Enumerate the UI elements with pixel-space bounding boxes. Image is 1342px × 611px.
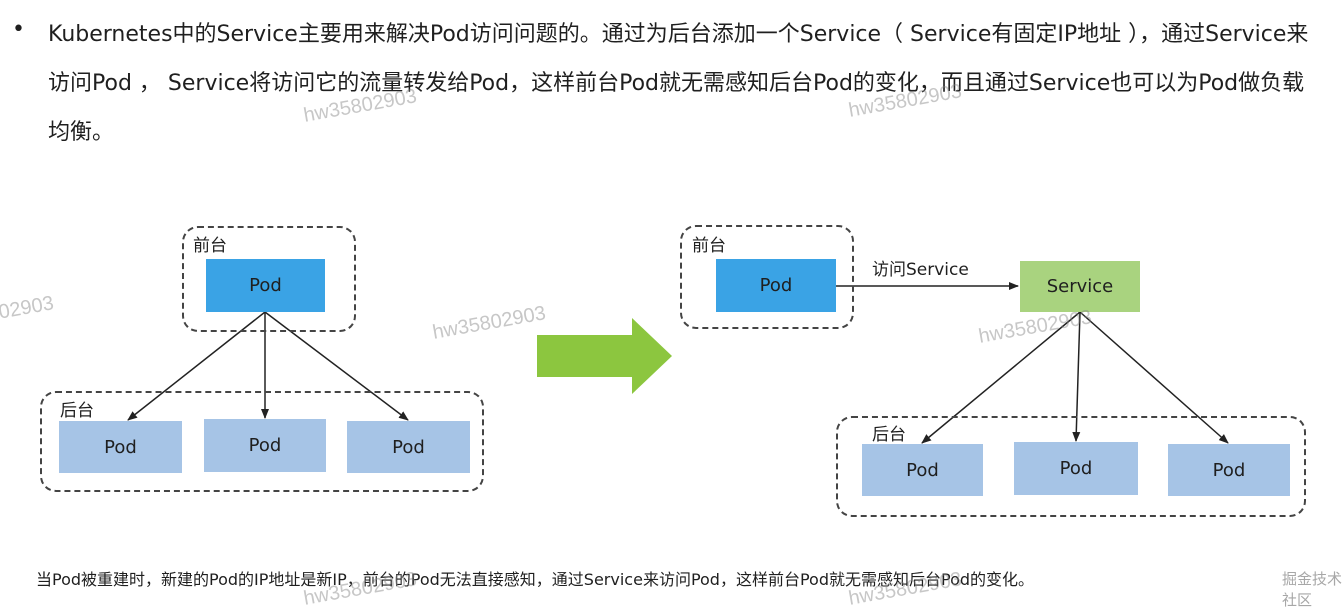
brand-watermark: 掘金技术社区 <box>1282 570 1342 609</box>
right-arrow-to-backend-pod-1 <box>921 311 1081 444</box>
right-arrow-to-backend-pod-3 <box>1079 311 1229 444</box>
left-frontend-group <box>182 226 356 332</box>
right-arrow-to-backend-pod-2 <box>1072 311 1081 442</box>
service-node: Service <box>1020 261 1140 312</box>
left-backend-pod-2: Pod <box>204 419 326 472</box>
left-frontend-label: 前台 <box>193 236 227 256</box>
left-backend-pod-3: Pod <box>347 421 470 473</box>
bullet-icon: • <box>12 17 25 42</box>
right-frontend-label: 前台 <box>692 236 726 256</box>
right-backend-pod-1: Pod <box>862 444 983 496</box>
intro-text: Kubernetes中的Service主要用来解决Pod访问问题的。通过为后台添… <box>48 22 1309 145</box>
right-frontend-group <box>680 225 854 329</box>
caption: 当Pod被重建时，新建的Pod的IP地址是新IP，前台的Pod无法直接感知，通过… <box>36 570 1035 589</box>
right-backend-pod-2: Pod <box>1014 442 1138 495</box>
left-backend-label: 后台 <box>60 401 94 421</box>
left-backend-pod-1: Pod <box>59 421 182 473</box>
right-frontend-pod: Pod <box>716 259 836 312</box>
left-backend-group <box>40 391 484 492</box>
transition-arrow-icon <box>537 318 672 394</box>
right-backend-pod-3: Pod <box>1168 444 1290 496</box>
right-backend-group <box>836 416 1306 517</box>
access-service-label: 访问Service <box>872 260 969 280</box>
left-frontend-pod: Pod <box>206 259 325 312</box>
right-backend-label: 后台 <box>872 425 906 445</box>
